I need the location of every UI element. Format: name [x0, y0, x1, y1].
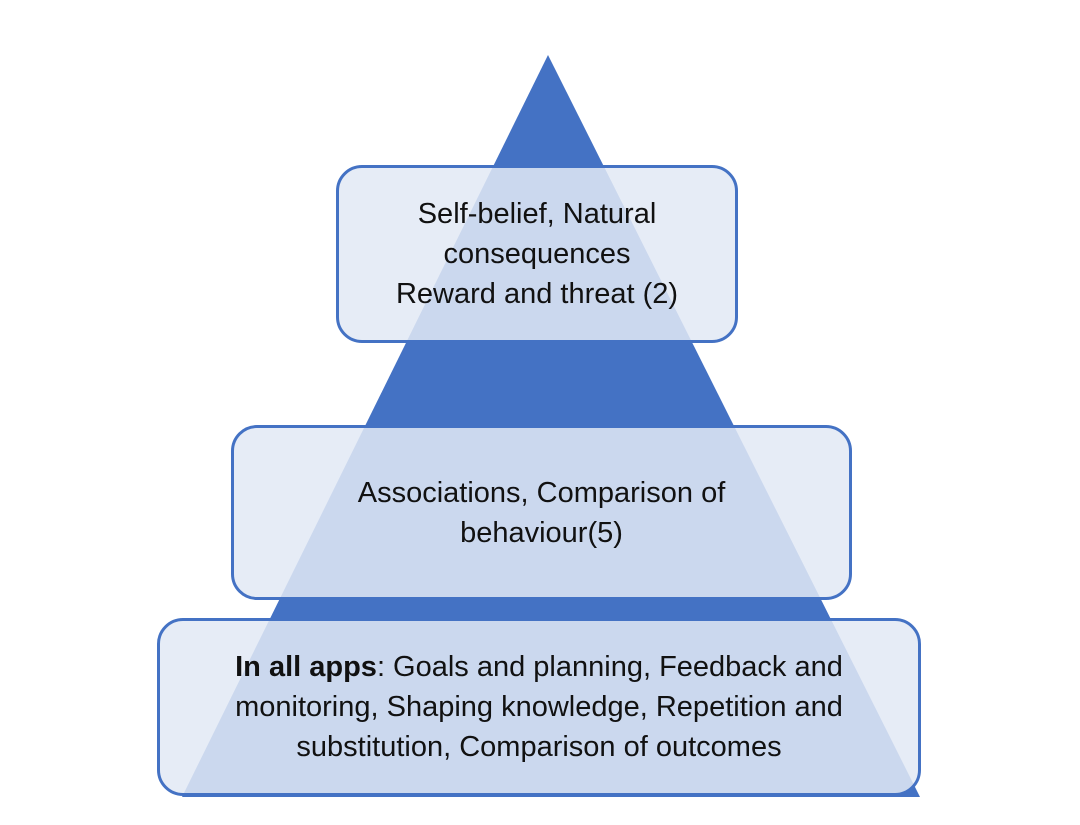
tier-top-line-1: Self-belief, Natural consequences [417, 198, 657, 270]
tier-top-box: Self-belief, Natural consequences Reward… [336, 165, 738, 343]
tier-middle-text: Associations, Comparison of behaviour(5) [357, 476, 726, 549]
tier-middle-box: Associations, Comparison of behaviour(5) [231, 425, 852, 600]
tier-bottom-box: In all apps: Goals and planning, Feedbac… [157, 618, 921, 796]
tier-bottom-content: In all apps: Goals and planning, Feedbac… [182, 647, 896, 767]
tier-bottom-lead: In all apps [235, 651, 377, 683]
tier-bottom-text: : Goals and planning, Feedback and monit… [235, 651, 843, 763]
tier-top-line-2: Reward and threat (2) [395, 278, 679, 310]
